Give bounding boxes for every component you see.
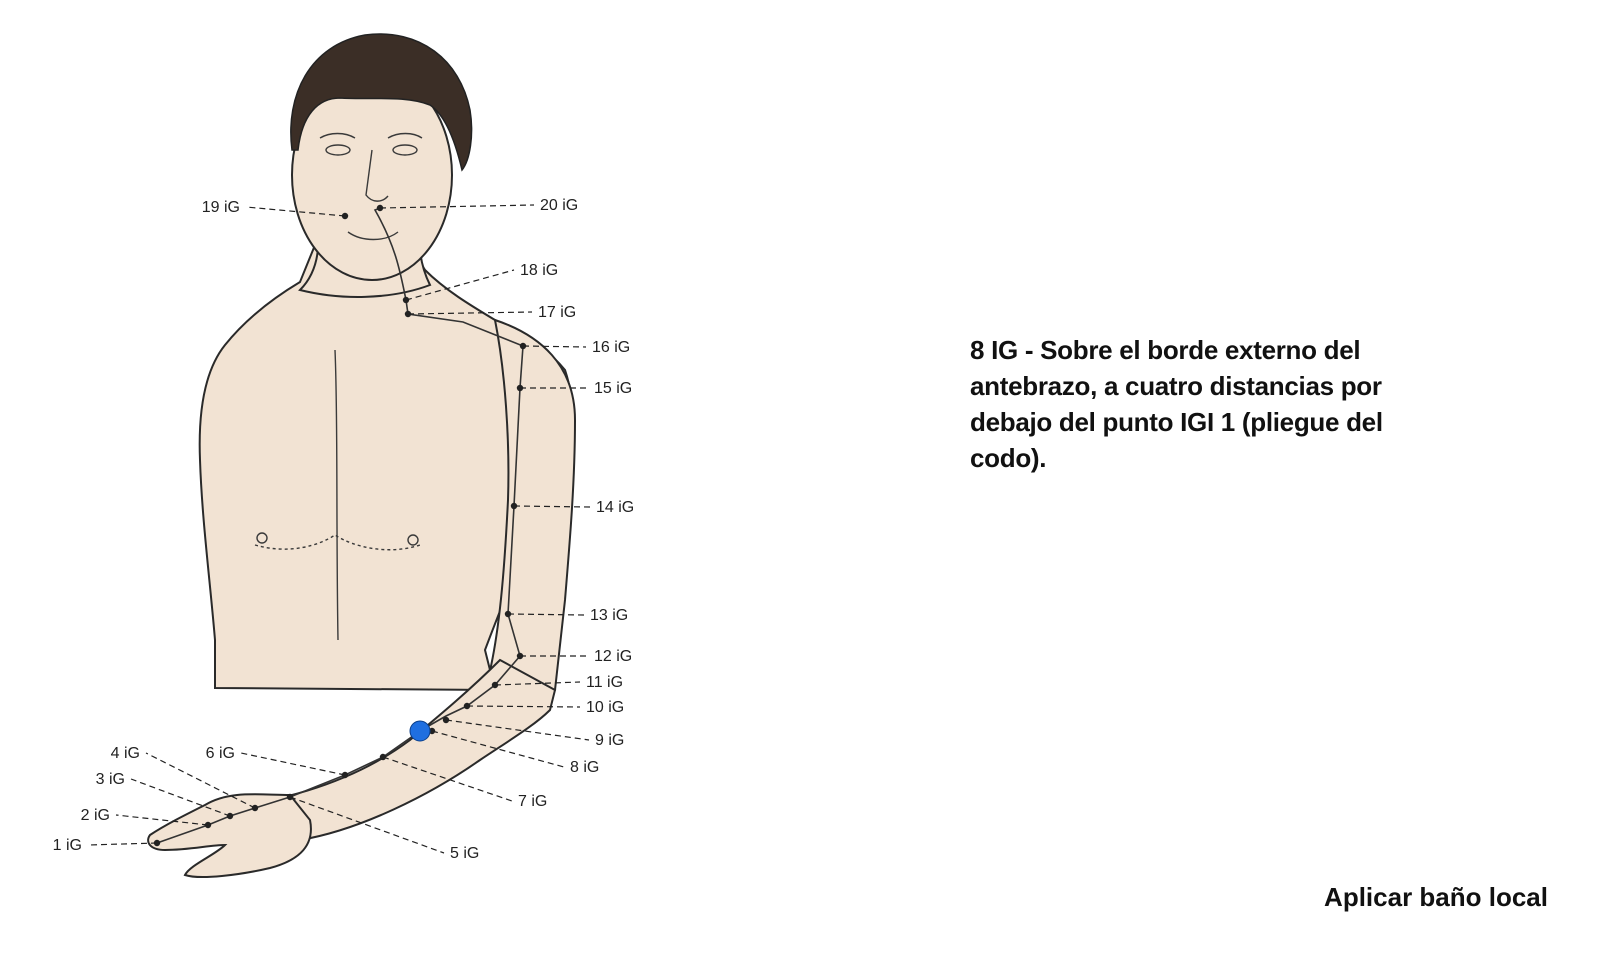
acupoint-label-3: 3 iG	[96, 771, 125, 788]
leader-line-17	[407, 311, 533, 315]
leader-line-5	[289, 796, 445, 854]
acupoint-16	[519, 342, 527, 350]
highlighted-acupoint-marker	[409, 720, 431, 742]
leader-line-4	[145, 752, 256, 809]
acupoint-3	[226, 812, 234, 820]
acupoint-label-15: 15 iG	[594, 380, 632, 397]
left-eye	[325, 144, 351, 156]
chest-line	[254, 534, 421, 551]
acupoint-label-4: 4 iG	[111, 745, 140, 762]
acupoint-4	[251, 804, 259, 812]
hair	[290, 33, 473, 172]
leader-line-19	[245, 206, 346, 217]
leader-line-7	[382, 756, 513, 802]
acupoints-layer	[87, 204, 591, 854]
nose	[365, 149, 389, 202]
mouth	[347, 231, 399, 241]
acupoint-12	[516, 652, 524, 660]
acupoint-2	[204, 821, 212, 829]
acupoint-label-1: 1 iG	[53, 837, 82, 854]
acupoint-15	[516, 384, 524, 392]
acupoint-label-8: 8 iG	[570, 759, 599, 776]
point-description: 8 IG - Sobre el borde externo del antebr…	[970, 335, 1383, 473]
acupoint-labels-layer: 1 iG 2 iG 3 iG 4 iG 5 iG 6 iG 7 iG 8 iG 9 iG 10 i…	[53, 197, 635, 862]
acupoint-label-14: 14 iG	[596, 499, 634, 516]
leader-line-13	[507, 613, 585, 616]
acupoint-label-13: 13 iG	[590, 607, 628, 624]
acupoint-7	[379, 753, 387, 761]
acupoint-18	[402, 296, 410, 304]
acupoint-10	[463, 702, 471, 710]
leader-line-16	[522, 345, 587, 348]
leader-line-10	[466, 705, 581, 708]
acupoint-label-18: 18 iG	[520, 262, 558, 279]
leader-line-1	[87, 842, 158, 846]
acupoint-13	[504, 610, 512, 618]
right-nipple	[407, 534, 419, 546]
left-eyebrow	[319, 132, 356, 139]
acupoint-label-10: 10 iG	[586, 699, 624, 716]
acupuncture-figure: 1 iG 2 iG 3 iG 4 iG 5 iG 6 iG 7 iG 8 iG 9 iG 10 i…	[53, 33, 635, 879]
acupoint-11	[491, 681, 499, 689]
leader-line-9	[445, 719, 590, 741]
acupoint-label-11: 11 iG	[586, 674, 623, 691]
acupoint-label-20: 20 iG	[540, 197, 578, 214]
acupoint-label-6: 6 iG	[206, 745, 235, 762]
leader-line-8	[431, 730, 565, 768]
acupoint-6	[341, 771, 349, 779]
acupoint-label-17: 17 iG	[538, 304, 576, 321]
acupoint-label-7: 7 iG	[518, 793, 547, 810]
leader-line-14	[513, 505, 591, 508]
acupoint-1	[153, 839, 161, 847]
acupoint-9	[442, 716, 450, 724]
acupoint-label-9: 9 iG	[595, 732, 624, 749]
acupoint-label-19: 19 iG	[202, 199, 240, 216]
acupoint-label-16: 16 iG	[592, 339, 630, 356]
acupoint-label-2: 2 iG	[81, 807, 110, 824]
acupoint-label-5: 5 iG	[450, 845, 479, 862]
leader-line-18	[405, 269, 515, 301]
hand	[147, 793, 312, 879]
leader-line-6	[240, 752, 346, 776]
left-nipple	[256, 532, 268, 544]
leader-line-11	[494, 681, 581, 686]
right-eye	[392, 144, 418, 156]
sternum-line	[334, 349, 339, 641]
right-eyebrow	[387, 132, 423, 139]
acupoint-8	[428, 727, 436, 735]
leader-line-20	[379, 204, 535, 209]
acupoint-20	[376, 204, 384, 212]
acupoint-14	[510, 502, 518, 510]
acupoint-19	[341, 212, 349, 220]
action-instruction: Aplicar baño local	[1324, 882, 1548, 912]
acupoint-5	[286, 793, 294, 801]
acupoint-17	[404, 310, 412, 318]
leader-line-3	[130, 778, 231, 817]
leader-line-2	[115, 814, 209, 826]
acupoint-label-12: 12 iG	[594, 648, 632, 665]
